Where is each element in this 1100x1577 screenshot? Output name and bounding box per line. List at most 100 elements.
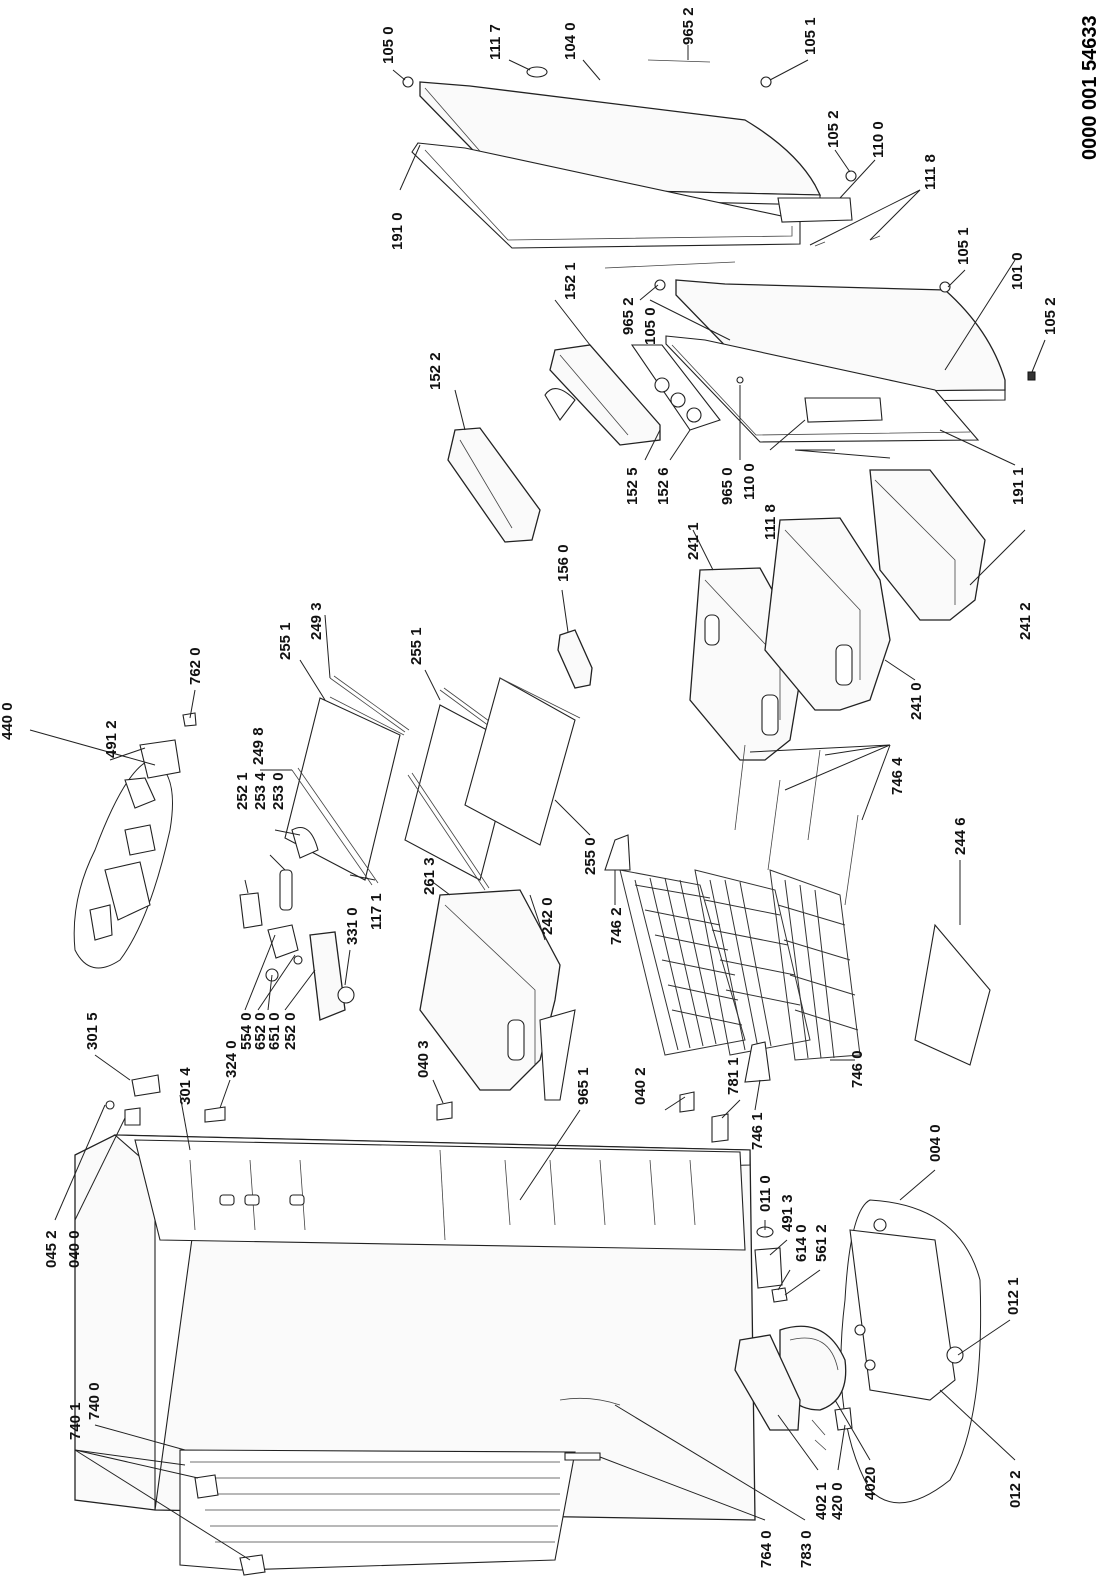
part-label: 012 1 [1005, 1277, 1022, 1315]
part-label: 152 2 [427, 352, 444, 390]
part-label: 746 0 [849, 1050, 866, 1088]
part-label: 261 3 [421, 857, 438, 895]
base-plate-group [840, 1199, 982, 1504]
part-label: 241 1 [685, 522, 702, 560]
part-label: 746 4 [889, 757, 906, 795]
part-label: 252 0 [282, 1012, 299, 1050]
part-label: 965 2 [620, 297, 637, 335]
switch-491-3 [754, 1226, 788, 1303]
door-shelf-152-1 [544, 344, 661, 446]
part-label: 561 2 [813, 1224, 830, 1262]
egg-rack [630, 344, 721, 431]
part-label: 241 0 [908, 682, 925, 720]
part-label: 191 1 [1010, 467, 1027, 505]
part-label: 781 1 [725, 1057, 742, 1095]
part-label: 249 8 [250, 727, 267, 765]
shelf-trim-249-3 [329, 675, 410, 733]
part-label: 045 2 [43, 1230, 60, 1268]
part-label: 4020 [862, 1467, 879, 1500]
part-label: 651 0 [266, 1012, 283, 1050]
part-label: 105 1 [955, 227, 972, 265]
lower-door-gasket [665, 335, 980, 443]
thermostat-group [239, 826, 355, 1021]
part-label: 491 3 [779, 1194, 796, 1232]
part-label: 104 0 [562, 22, 579, 60]
part-label: 255 1 [277, 622, 294, 660]
part-label: 783 0 [798, 1530, 815, 1568]
part-label: 152 6 [655, 467, 672, 505]
part-label: 040 0 [66, 1230, 83, 1268]
part-label: 554 0 [238, 1012, 255, 1050]
part-label: 253 0 [270, 772, 287, 810]
crisper-242-0 [419, 889, 576, 1101]
bracket-746-1 [744, 1041, 771, 1083]
part-label: 156 0 [555, 544, 572, 582]
part-label: 331 0 [344, 907, 361, 945]
bracket-746-2 [604, 834, 631, 871]
part-label: 740 1 [67, 1402, 84, 1440]
wire-shelf-rails-746-4 [734, 744, 859, 906]
part-label: 252 1 [234, 772, 251, 810]
part-label: 746 1 [749, 1112, 766, 1150]
drain-tube-783-0 [559, 1397, 621, 1406]
part-label: 012 2 [1007, 1470, 1024, 1508]
wire-shelf-746-b [694, 869, 811, 1056]
part-label: 652 0 [252, 1012, 269, 1050]
cover-panel-244-6 [914, 923, 991, 1066]
part-label: 746 2 [608, 907, 625, 945]
part-label: 420 0 [829, 1482, 846, 1520]
part-label: 111 8 [922, 154, 939, 190]
part-label: 117 1 [368, 893, 385, 930]
part-label: 111 7 [487, 24, 504, 60]
part-label: 253 4 [252, 772, 269, 810]
part-label: 111 8 [762, 504, 779, 540]
hinge-parts [105, 1074, 729, 1143]
part-label: 965 0 [719, 467, 736, 505]
part-label: 255 1 [408, 627, 425, 665]
part-label: 301 5 [84, 1012, 101, 1050]
shelf-trim-249-8 [291, 767, 379, 886]
part-label: 740 0 [86, 1382, 103, 1420]
drawer-241-0 [764, 517, 891, 711]
part-label: 301 4 [177, 1067, 194, 1105]
part-label: 762 0 [187, 647, 204, 685]
part-label: 105 2 [825, 110, 842, 148]
part-label: 764 0 [758, 1530, 775, 1568]
part-label: 440 0 [0, 702, 16, 740]
leader-lines [29, 45, 1046, 1561]
part-label: 105 1 [802, 17, 819, 55]
shelf-trim-lower [407, 772, 490, 891]
part-label: 011 0 [757, 1175, 774, 1212]
part-label: 249 3 [308, 602, 325, 640]
light-assembly-group [73, 712, 197, 969]
door-shelf-152-2 [447, 427, 541, 543]
upper-door-gasket [411, 142, 801, 249]
part-label: 242 0 [539, 897, 556, 935]
lower-handle [736, 376, 883, 423]
part-label: 110 0 [870, 121, 887, 158]
part-label: 105 2 [1042, 297, 1059, 335]
part-label: 040 3 [415, 1040, 432, 1078]
part-label: 402 1 [813, 1482, 830, 1520]
part-label: 324 0 [223, 1040, 240, 1078]
part-label: 110 0 [741, 463, 758, 500]
part-156 [557, 629, 593, 689]
part-label: 152 1 [562, 262, 579, 300]
part-label: 105 0 [642, 307, 659, 345]
part-label: 241 2 [1017, 602, 1034, 640]
part-label: 614 0 [793, 1224, 810, 1262]
glass-shelf-255-0 [464, 677, 581, 846]
part-label: 244 6 [952, 817, 969, 855]
part-label: 491 2 [103, 720, 120, 758]
part-label: 040 2 [632, 1067, 649, 1105]
part-label: 965 1 [575, 1067, 592, 1105]
part-label: 255 0 [582, 837, 599, 875]
part-label: 965 2 [680, 7, 697, 45]
document-number: 0000 001 54633 [1079, 15, 1100, 160]
part-label: 101 0 [1009, 252, 1026, 290]
cabinet [74, 1134, 756, 1521]
relay-box [734, 1334, 853, 1451]
drawer-241-2 [869, 469, 986, 621]
part-label: 004 0 [927, 1124, 944, 1162]
